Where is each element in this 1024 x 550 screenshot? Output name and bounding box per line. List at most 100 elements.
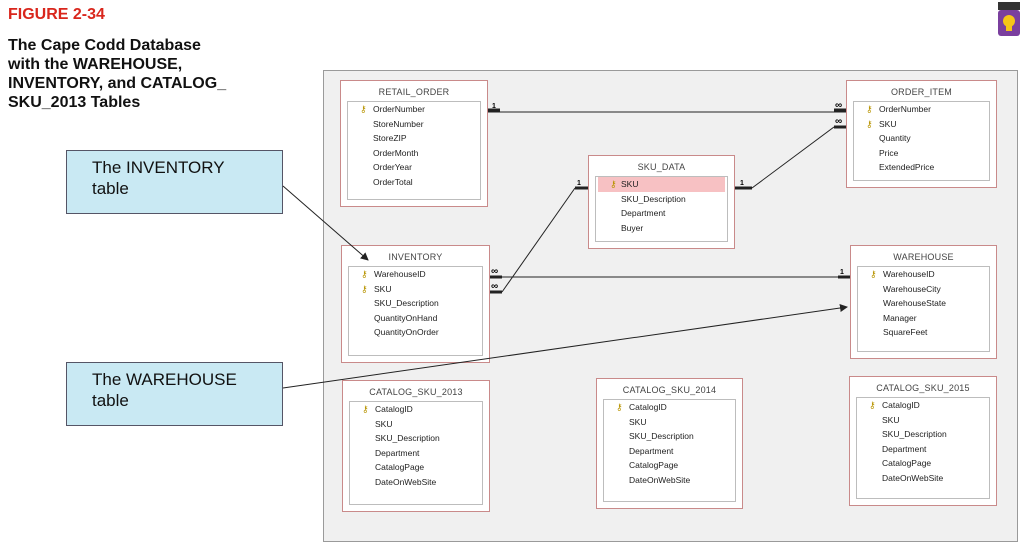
table-title: RETAIL_ORDER — [378, 87, 450, 97]
callout-inventory: The INVENTORY table — [66, 150, 283, 214]
field-row[interactable]: QuantityOnOrder — [349, 325, 482, 340]
cardinality-one: 1 — [840, 269, 844, 276]
cardinality-one: 1 — [492, 103, 496, 110]
field-row[interactable]: SquareFeet — [858, 325, 989, 340]
field-row[interactable]: CatalogPage — [604, 458, 735, 473]
rel-sku-order-item-line — [751, 126, 835, 189]
field-row[interactable]: StoreNumber — [348, 117, 480, 132]
field-name: QuantityOnHand — [374, 312, 438, 323]
caption-line: The Cape Codd Database — [8, 37, 201, 54]
field-row[interactable]: OrderYear — [348, 160, 480, 175]
table-title: SKU_DATA — [637, 162, 686, 172]
field-row[interactable]: SKU_Description — [350, 431, 482, 446]
field-row[interactable]: SKU — [350, 417, 482, 432]
field-name: SKU — [882, 414, 900, 425]
field-name: CatalogPage — [882, 458, 932, 468]
field-row[interactable]: OrderMonth — [348, 146, 480, 161]
field-name: OrderTotal — [373, 176, 413, 187]
field-row[interactable]: ⚷WarehouseID — [349, 267, 482, 282]
field-row[interactable]: DateOnWebSite — [350, 475, 482, 490]
field-name: Department — [375, 447, 420, 458]
callout-arrow-warehouse — [282, 304, 848, 389]
field-name: SKU — [629, 416, 647, 427]
field-row[interactable]: ⚷ SKU — [854, 117, 989, 132]
field-row[interactable]: StoreZIP — [348, 131, 480, 146]
field-name: QuantityOnOrder — [374, 327, 439, 337]
key-icon: ⚷ — [361, 269, 368, 279]
field-name: CatalogPage — [629, 460, 679, 470]
field-name: SKU — [621, 179, 639, 189]
key-icon: ⚷ — [360, 104, 367, 114]
field-row[interactable]: WarehouseCity — [858, 282, 989, 297]
field-name: StoreNumber — [373, 118, 424, 129]
field-row[interactable]: Quantity — [854, 131, 989, 146]
cardinality-many: ∞ — [835, 100, 842, 111]
field-row[interactable]: ⚷CatalogID — [350, 402, 482, 417]
field-name: OrderNumber — [373, 104, 425, 114]
field-name: Buyer — [621, 222, 644, 233]
field-row[interactable]: ⚷SKU — [349, 282, 482, 297]
key-icon: ⚷ — [869, 400, 876, 410]
field-row[interactable]: SKU_Description — [604, 429, 735, 444]
field-name: SKU_Description — [374, 298, 439, 308]
field-name: OrderYear — [373, 162, 412, 172]
field-name: Manager — [883, 312, 917, 323]
field-row[interactable]: OrderTotal — [348, 175, 480, 190]
cardinality-many: ∞ — [835, 116, 842, 127]
field-row[interactable]: SKU_Description — [857, 427, 989, 442]
table-title: INVENTORY — [388, 252, 443, 262]
field-name: WarehouseState — [883, 298, 946, 308]
field-row[interactable]: ⚷ CatalogID — [857, 398, 989, 413]
field-row[interactable]: WarehouseState — [858, 296, 989, 311]
field-row[interactable]: CatalogPage — [857, 456, 989, 471]
field-row[interactable]: Department — [604, 444, 735, 459]
field-row[interactable]: Department — [857, 442, 989, 457]
field-row[interactable]: SKU_Description — [596, 192, 727, 207]
field-row[interactable]: CatalogPage — [350, 460, 482, 475]
field-row[interactable]: SKU — [604, 415, 735, 430]
field-row[interactable]: Department — [596, 206, 727, 221]
table-title: WAREHOUSE — [893, 252, 954, 262]
field-name: CatalogID — [882, 400, 920, 410]
field-name: Department — [621, 208, 666, 218]
cardinality-one: 1 — [740, 180, 744, 187]
callout-text: table — [92, 179, 129, 198]
caption-line: SKU_2013 Tables — [8, 94, 141, 111]
field-row[interactable]: ⚷ OrderNumber — [348, 102, 480, 117]
field-row[interactable]: QuantityOnHand — [349, 311, 482, 326]
callout-warehouse: The WAREHOUSE table — [66, 362, 283, 426]
key-icon: ⚷ — [866, 118, 873, 129]
field-row[interactable]: ⚷CatalogID — [604, 400, 735, 415]
field-row[interactable]: ⚷SKU — [598, 177, 725, 192]
field-name: DateOnWebSite — [375, 476, 437, 487]
field-row[interactable]: ExtendedPrice — [854, 160, 989, 175]
field-row[interactable]: Price — [854, 146, 989, 161]
field-row[interactable]: ⚷OrderNumber — [854, 102, 989, 117]
field-row[interactable]: SKU_Description — [349, 296, 482, 311]
lightbulb-icon[interactable] — [998, 2, 1020, 36]
field-row[interactable]: DateOnWebSite — [857, 471, 989, 486]
field-row[interactable]: DateOnWebSite — [604, 473, 735, 488]
field-row[interactable]: Department — [350, 446, 482, 461]
field-row[interactable]: ⚷WarehouseID — [858, 267, 989, 282]
field-row[interactable]: Manager — [858, 311, 989, 326]
field-name: CatalogID — [629, 402, 667, 412]
field-row[interactable]: SKU — [857, 413, 989, 428]
field-name: SKU — [879, 118, 897, 129]
key-icon: ⚷ — [361, 283, 368, 294]
field-row[interactable]: Buyer — [596, 221, 727, 236]
field-name: SKU_Description — [375, 433, 440, 443]
